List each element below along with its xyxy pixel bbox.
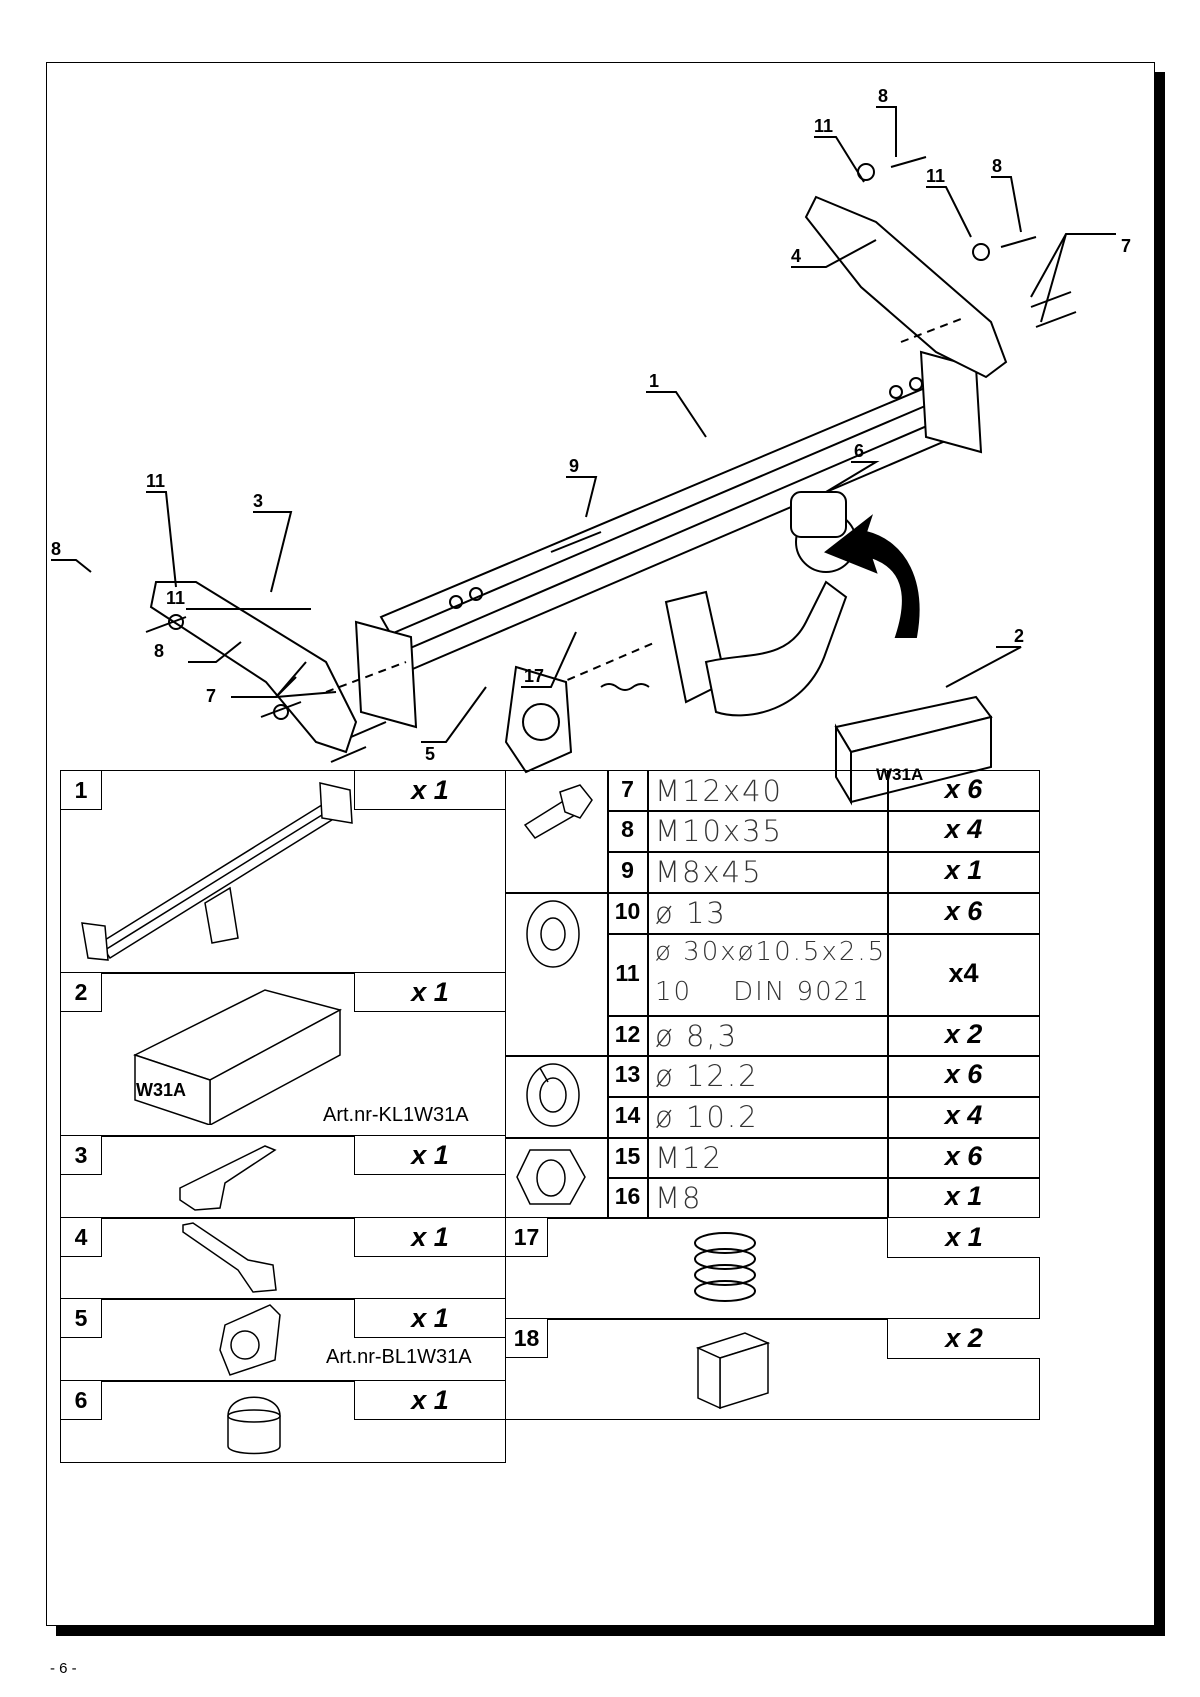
part-number-3: 3 [60, 1135, 102, 1175]
part-number-6: 6 [60, 1380, 102, 1420]
callout-17: 17 [524, 666, 544, 686]
part-number-15: 15 [614, 1143, 641, 1169]
end-plate-left [354, 620, 418, 729]
part-spec-14: ø 10.2 [655, 1100, 759, 1134]
part-qty-14: x 4 [944, 1100, 983, 1130]
part-spec-10: ø 13 [655, 896, 727, 930]
part-qty-12: x 2 [944, 1019, 983, 1049]
part-number-9: 9 [621, 857, 634, 883]
socket-plate-icon [219, 1304, 281, 1376]
callout-1: 1 [649, 371, 659, 391]
part-spec-16: M8 [655, 1181, 703, 1215]
part-qty-1: x 1 [354, 770, 506, 810]
callout-11: 11 [814, 116, 833, 136]
part-qty-8: x 4 [944, 814, 983, 844]
part-number-11: 11 [615, 960, 640, 986]
part-spec-8: M10x35 [655, 814, 783, 848]
callout-7: 7 [206, 686, 216, 706]
part-number-12: 12 [614, 1021, 641, 1047]
callout-7: 7 [1121, 236, 1131, 256]
part-spec-15: M12 [655, 1141, 723, 1175]
socket-plate [504, 665, 573, 774]
part-qty-7: x 6 [944, 774, 983, 804]
part-qty-4: x 1 [354, 1217, 506, 1257]
article-number: Art.nr-BL1W31A [326, 1346, 472, 1368]
part-number-17: 17 [506, 1217, 548, 1257]
part-number-5: 5 [60, 1298, 102, 1338]
part-spec-9: M8x45 [655, 855, 763, 889]
part-number-16: 16 [614, 1183, 641, 1209]
callout-8: 8 [51, 539, 61, 559]
callout-9: 9 [569, 456, 579, 476]
article-number: Art.nr-KL1W31A [323, 1104, 469, 1126]
callout-8: 8 [992, 156, 1002, 176]
part-number-1: 1 [60, 770, 102, 810]
callout-11: 11 [926, 166, 945, 186]
part-number-14: 14 [614, 1102, 641, 1128]
part-spec-13: ø 12.2 [655, 1059, 759, 1093]
spring-washer-icon [526, 1063, 580, 1127]
crossbar-icon [81, 782, 353, 961]
part-number-8: 8 [621, 816, 634, 842]
callout-6: 6 [854, 441, 864, 461]
part-qty-16: x 1 [944, 1181, 983, 1211]
part-qty-10: x 6 [944, 896, 983, 926]
tow-neck [704, 580, 848, 717]
page-number: - 6 - [50, 1660, 77, 1677]
ball-cover [790, 491, 847, 538]
washer-icon [526, 900, 580, 968]
part-qty-15: x 6 [944, 1141, 983, 1171]
part-spec-11: ø 30xø10.5x2.5 [655, 937, 887, 967]
part-spec-11-standard: 10 DIN 9021 [655, 977, 871, 1007]
part-number-2: 2 [60, 972, 102, 1012]
part-qty-2: x 1 [354, 972, 506, 1012]
box-label: W31A [136, 1080, 187, 1100]
callout-2: 2 [1014, 626, 1024, 646]
part-qty-13: x 6 [944, 1059, 983, 1089]
package-box-icon [133, 989, 343, 1125]
bolt-icon [523, 784, 593, 839]
assembly-arrow [824, 514, 920, 638]
part-qty-3: x 1 [354, 1135, 506, 1175]
nut-icon [516, 1149, 586, 1205]
part-spec-7: M12x40 [655, 774, 783, 808]
callout-11: 11 [166, 588, 185, 608]
cube-icon [695, 1332, 771, 1410]
assembly-drawing: 11 8 11 8 7 4 1 6 9 3 11 8 11 8 7 5 17 2… [51, 86, 1131, 806]
bracket-4-icon [182, 1222, 277, 1293]
callout-11: 11 [146, 471, 165, 491]
part-number-18: 18 [506, 1318, 548, 1358]
part-qty-18: x 2 [887, 1318, 1040, 1359]
part-qty-17: x 1 [887, 1217, 1040, 1258]
spring-icon [694, 1232, 756, 1302]
part-spec-12: ø 8,3 [655, 1019, 739, 1053]
callout-3: 3 [253, 491, 263, 511]
part-qty-11: x4 [948, 958, 979, 988]
callout-4: 4 [791, 246, 801, 266]
part-number-10: 10 [614, 898, 641, 924]
callout-8: 8 [878, 86, 888, 106]
ball-cover-icon [227, 1396, 281, 1455]
part-number-4: 4 [60, 1217, 102, 1257]
bracket-4 [804, 195, 1008, 379]
bracket-3-icon [179, 1145, 277, 1211]
part-number-7: 7 [621, 776, 634, 802]
part-qty-5: x 1 [354, 1298, 506, 1338]
part-number-13: 13 [614, 1061, 641, 1087]
callout-8: 8 [154, 641, 164, 661]
part-qty-9: x 1 [944, 855, 983, 885]
callout-5: 5 [425, 744, 435, 764]
part-qty-6: x 1 [354, 1380, 506, 1420]
